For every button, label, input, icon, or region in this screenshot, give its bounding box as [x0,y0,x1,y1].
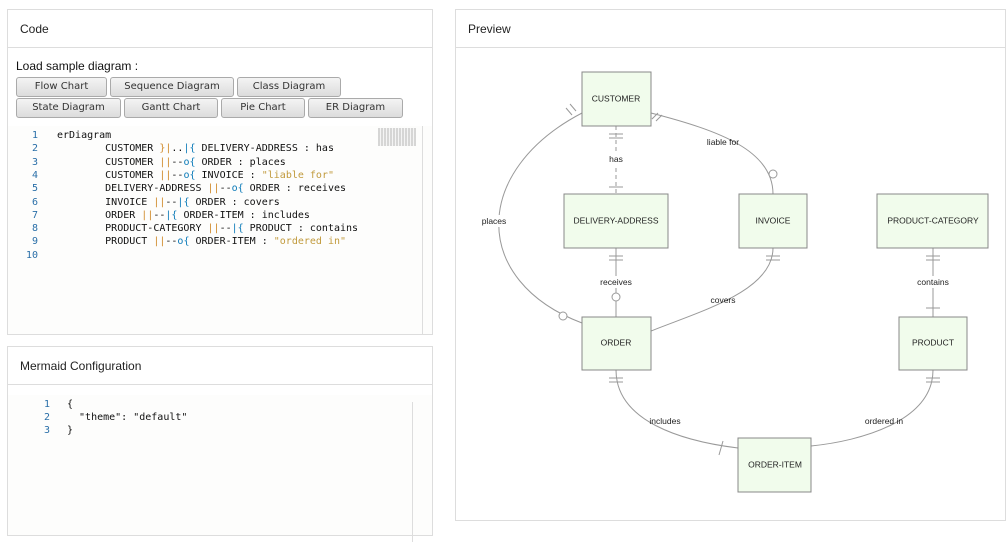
line-number: 9 [31,236,38,248]
label-receives: receives [600,277,632,287]
entities: CUSTOMER DELIVERY-ADDRESS INVOICE PRODUC… [563,71,989,493]
relationship-labels: has places liable for receives covers co… [479,137,952,426]
label-covers: covers [710,295,735,305]
line-number: 6 [31,196,38,208]
svg-text:DELIVERY-ADDRESS: DELIVERY-ADDRESS [573,215,658,225]
entity-invoice: INVOICE [738,193,808,249]
svg-text:INVOICE: INVOICE [756,215,791,225]
pie-chart-button[interactable]: Pie Chart [221,98,305,118]
code-editor[interactable]: 1 erDiagram 2 CUSTOMER }|..|{ DELIVERY-ADD… [8,126,432,334]
entity-order-item: ORDER-ITEM [737,437,812,493]
line-number: 1 [31,130,38,141]
svg-text:CUSTOMER: CUSTOMER [592,93,641,103]
config-line: } [67,425,74,436]
code-line: CUSTOMER ||--o{ INVOICE : "liable for" [57,169,334,181]
config-panel: Mermaid Configuration 1 2 3 { "theme": "… [7,346,433,542]
svg-text:PRODUCT-CATEGORY: PRODUCT-CATEGORY [887,215,979,225]
load-sample-label: Load sample diagram : [16,59,139,73]
code-panel: Code Load sample diagram : Flow Chart Se… [7,9,433,335]
edge-covers [650,247,774,332]
code-line: DELIVERY-ADDRESS ||--o{ ORDER : receives [57,183,347,195]
line-number: 4 [31,169,38,181]
entity-product-category: PRODUCT-CATEGORY [876,193,989,249]
label-includes: includes [649,416,680,426]
relationship-lines [498,103,940,456]
line-number: 3 [31,156,38,168]
preview-panel-title: Preview [456,10,1005,48]
code-line: ORDER ||--|{ ORDER-ITEM : includes [57,209,310,221]
minimap[interactable] [378,128,416,146]
er-diagram: CUSTOMER DELIVERY-ADDRESS INVOICE PRODUC… [479,71,989,493]
line-number: 7 [31,209,38,221]
config-line: { [67,399,74,410]
svg-text:PRODUCT: PRODUCT [912,337,954,347]
line-number: 8 [31,223,38,235]
svg-text:ORDER: ORDER [601,337,632,347]
preview-panel: Preview CUSTOMER DELIVERY-ADDRESS INVOIC… [455,9,1006,521]
code-line: PRODUCT ||--o{ ORDER-ITEM : "ordered in" [57,236,347,248]
label-contains: contains [917,277,949,287]
gantt-chart-button[interactable]: Gantt Chart [124,98,218,118]
er-diagram-button[interactable]: ER Diagram [308,98,403,118]
entity-order: ORDER [581,316,652,371]
state-diagram-button[interactable]: State Diagram [16,98,121,118]
label-places: places [482,216,507,226]
code-line: PRODUCT-CATEGORY ||--|{ PRODUCT : contai… [57,223,359,235]
edge-ordered-in [810,369,934,447]
flow-chart-button[interactable]: Flow Chart [16,77,107,97]
entity-delivery-address: DELIVERY-ADDRESS [563,193,669,249]
config-editor[interactable]: 1 2 3 { "theme": "default" } [8,395,432,542]
label-ordered-in: ordered in [865,416,904,426]
code-line: CUSTOMER }|..|{ DELIVERY-ADDRESS : has [57,143,334,155]
line-number: 10 [25,249,38,261]
label-has: has [609,154,623,164]
config-line: "theme": "default" [67,412,188,423]
line-number: 5 [31,183,38,195]
entity-customer: CUSTOMER [581,71,652,127]
line-number: 3 [43,425,50,436]
edge-liable-for [650,112,774,195]
class-diagram-button[interactable]: Class Diagram [237,77,341,97]
sequence-diagram-button[interactable]: Sequence Diagram [110,77,234,97]
line-number: 1 [43,399,50,410]
code-line: erDiagram [57,130,112,141]
line-number: 2 [43,412,50,423]
edge-includes [615,369,739,449]
code-line: INVOICE ||--|{ ORDER : covers [57,196,280,208]
entity-product: PRODUCT [898,316,968,371]
code-panel-title: Code [8,10,432,48]
config-panel-title: Mermaid Configuration [8,347,432,385]
code-line: CUSTOMER ||--o{ ORDER : places [57,156,286,168]
svg-text:ORDER-ITEM: ORDER-ITEM [748,459,802,469]
line-number: 2 [31,143,38,155]
label-liable-for: liable for [707,137,739,147]
